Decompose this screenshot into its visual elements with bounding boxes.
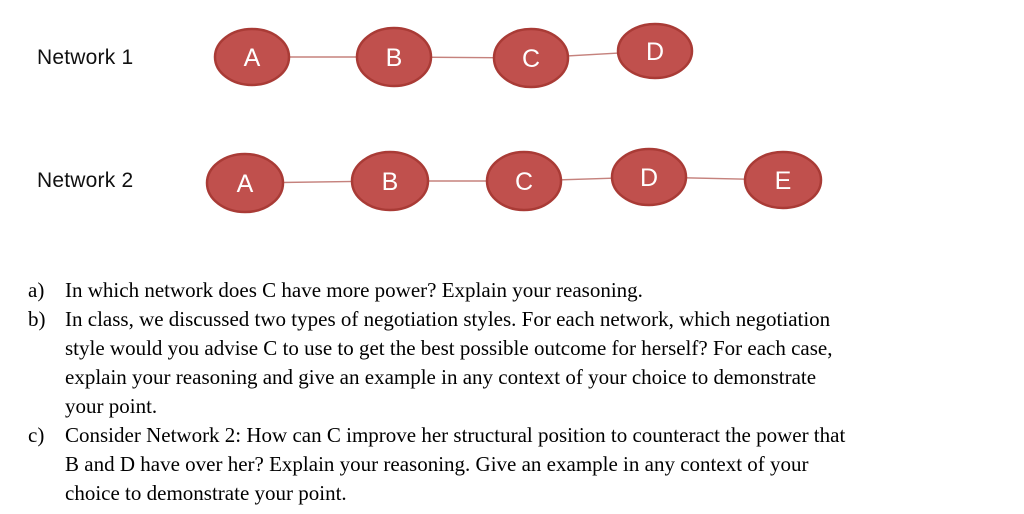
network-node-ellipse (485, 150, 563, 212)
network-1-node-C: C (492, 27, 570, 89)
network-node-label: B (382, 168, 399, 196)
network-node-ellipse (492, 27, 570, 89)
question-item-b: b) In class, we discussed two types of n… (28, 305, 1008, 421)
network-node-ellipse (213, 27, 291, 87)
network-node-ellipse (205, 152, 285, 214)
network-node-label: C (522, 45, 540, 73)
network-1-node-A: A (213, 27, 291, 87)
network-node-ellipse (616, 22, 694, 80)
network-2-node-B: B (350, 150, 430, 212)
network-node-ellipse (610, 147, 688, 207)
question-item-c: c) Consider Network 2: How can C improve… (28, 421, 1008, 508)
network-node-ellipse (355, 26, 433, 88)
question-item-a: a) In which network does C have more pow… (28, 276, 1008, 305)
question-marker-a: a) (28, 278, 45, 302)
network-node-label: D (640, 164, 658, 192)
network-1-label: Network 1 (37, 46, 134, 69)
question-text-c: Consider Network 2: How can C improve he… (65, 423, 846, 505)
question-marker-c: c) (28, 423, 45, 447)
network-node-ellipse (350, 150, 430, 212)
network-1-node-D: D (616, 22, 694, 80)
network-node-label: A (244, 44, 261, 72)
network-node-ellipse (743, 150, 823, 210)
network-node-label: E (775, 167, 792, 195)
network-diagram: A B C D A B C D E (205, 22, 823, 214)
network-2-label: Network 2 (37, 169, 134, 192)
network-2-node-A: A (205, 152, 285, 214)
question-text-a: In which network does C have more power?… (65, 278, 643, 302)
network-node-label: A (237, 170, 254, 198)
network-node-label: C (515, 168, 533, 196)
network-2-node-E: E (743, 150, 823, 210)
network-node-label: B (386, 44, 403, 72)
question-marker-b: b) (28, 307, 46, 331)
network-1-node-B: B (355, 26, 433, 88)
network-node-label: D (646, 38, 664, 66)
question-text-b: In class, we discussed two types of nego… (65, 307, 833, 418)
network-2-node-C: C (485, 150, 563, 212)
questions-list: a) In which network does C have more pow… (28, 276, 1008, 508)
network-2-node-D: D (610, 147, 688, 207)
